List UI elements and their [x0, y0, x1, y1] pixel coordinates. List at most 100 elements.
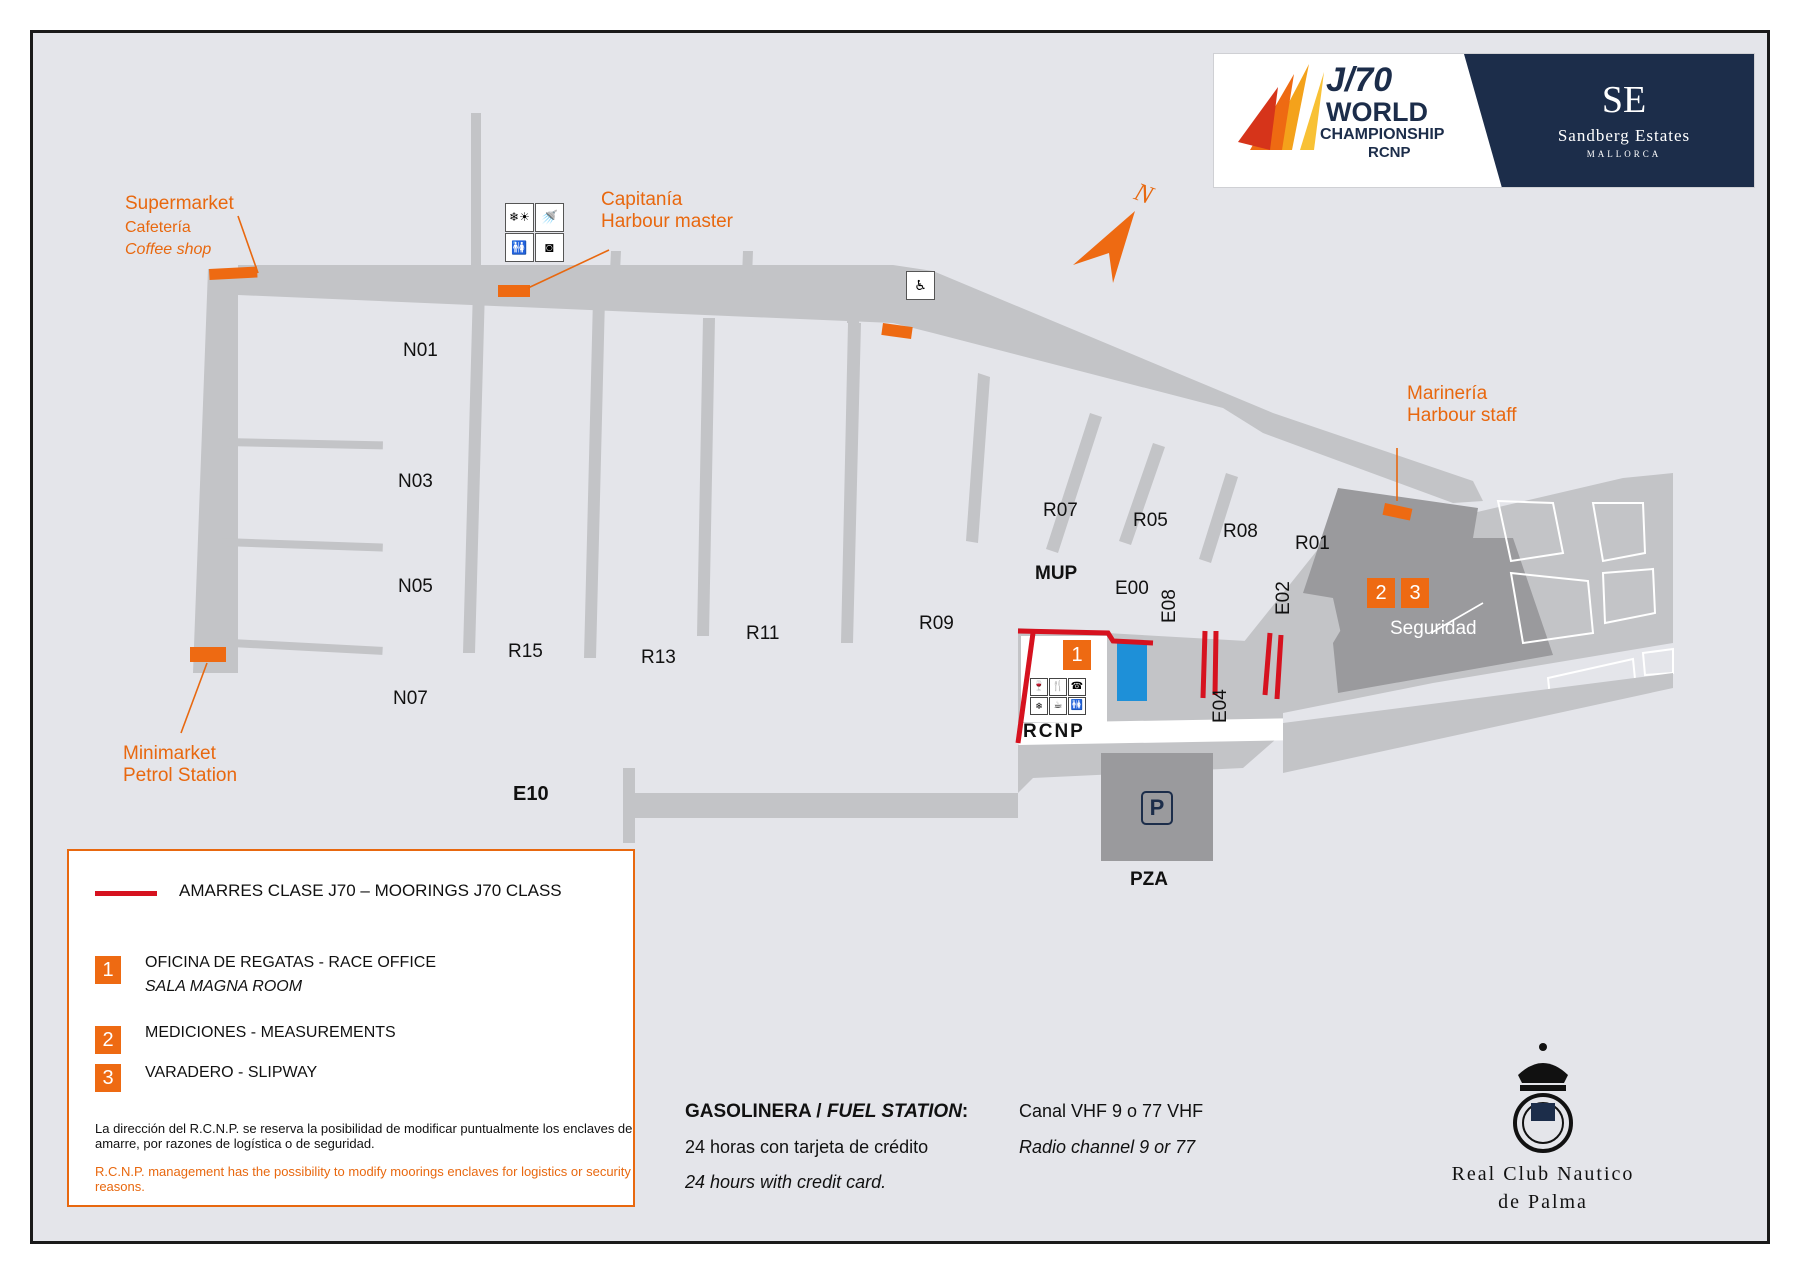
pontoon-R07: [966, 373, 990, 543]
security-label: Seguridad: [1390, 618, 1477, 639]
label-N03: N03: [398, 471, 433, 492]
sponsor-logo: SE Sandberg Estates MALLORCA: [1494, 80, 1754, 159]
security-leader: [1430, 602, 1484, 634]
toilets-icon: 🚻: [1068, 697, 1086, 715]
shower-icon: 🚿: [535, 203, 564, 232]
legend-mooring-swatch: [95, 891, 157, 896]
label-R01: R01: [1295, 533, 1330, 554]
pontoon-north-4: [847, 265, 859, 323]
coffee-icon: ☕: [1049, 697, 1067, 715]
event-title-j70: J/70: [1326, 61, 1393, 99]
snowflake-sun-icon: ❄☀: [505, 203, 534, 232]
event-logo-banner: J/70 WORLD CHAMPIONSHIP RCNP SE Sandberg…: [1213, 53, 1755, 188]
place-minimarket: Minimarket Petrol Station: [123, 743, 237, 787]
supermarket-label: Supermarket: [125, 193, 234, 214]
place-markers: [190, 266, 1413, 662]
place-marineria: Marinería Harbour staff: [1407, 383, 1516, 427]
sponsor-name: Sandberg Estates: [1557, 126, 1691, 145]
label-E08: E08: [1159, 589, 1180, 623]
harbour-staff-label: Harbour staff: [1407, 405, 1517, 426]
toilets-icon: 🚻: [505, 233, 534, 262]
wine-glass-icon: 🍷: [1030, 678, 1048, 696]
restaurant-icon: 🍴: [1049, 678, 1067, 696]
phone-icon: ☎: [1068, 678, 1086, 696]
label-N05: N05: [398, 576, 433, 597]
pontoon-north-tower: [471, 113, 481, 283]
club-facility-icons: 🍷 🍴 ☎ ❄ ☕ 🚻: [1030, 678, 1102, 716]
event-title-world: WORLD: [1326, 97, 1428, 127]
place-supermarket: Supermarket Cafetería Coffee shop: [125, 193, 234, 261]
finger-N03: [222, 438, 383, 450]
cafeteria-label: Cafetería: [125, 219, 191, 236]
pontoon-R01: [1199, 473, 1238, 563]
label-R09: R09: [919, 613, 954, 634]
map-frame: N ❄☀ 🚿 🚻 ◙ ♿ 🍷 🍴 ☎ ❄ ☕ 🚻 1 2 3 P N01 N03…: [30, 30, 1770, 1244]
harbour-map: [158, 113, 1674, 861]
legend-item1-sub: SALA MAGNA ROOM: [145, 978, 303, 995]
club-name-line1: Real Club Nautico: [1451, 1163, 1635, 1185]
place-capitania: Capitanía Harbour master: [601, 189, 733, 233]
event-title-rcnp: RCNP: [1368, 144, 1411, 161]
sail-logo-icon: [1238, 64, 1324, 150]
pontoon-R13: [584, 298, 605, 658]
fuel-line1: 24 horas con tarjeta de crédito: [685, 1137, 929, 1157]
label-RCNP: RCNP: [1023, 721, 1085, 742]
label-MUP: MUP: [1035, 563, 1078, 584]
label-R07: R07: [1043, 500, 1078, 521]
washing-machine-icon: ◙: [535, 233, 564, 262]
sponsor-location: MALLORCA: [1586, 149, 1662, 159]
fuel-title-en: FUEL STATION: [826, 1101, 962, 1122]
label-R15: R15: [508, 641, 543, 662]
marineria-label: Marinería: [1407, 383, 1488, 404]
pontoon-R15: [463, 288, 485, 653]
club-name-line2: de Palma: [1498, 1191, 1588, 1213]
legend-note-en: R.C.N.P. management has the possibility …: [95, 1164, 631, 1194]
vhf-line1: Canal VHF 9 o 77 VHF: [1019, 1101, 1204, 1121]
label-N01: N01: [403, 340, 438, 361]
snowflake-sun-icon: ❄: [1030, 697, 1048, 715]
event-title-championship: CHAMPIONSHIP: [1320, 126, 1445, 143]
compass-arrow-icon: [1073, 211, 1135, 283]
fuel-line2: 24 hours with credit card.: [685, 1172, 887, 1192]
legend-num-3: 3: [95, 1064, 121, 1092]
pool: [1117, 641, 1147, 701]
facility-icons-north: ❄☀ 🚿 🚻 ◙: [505, 203, 564, 262]
label-PZA: PZA: [1130, 869, 1168, 890]
legend-item3-label: VARADERO - SLIPWAY: [145, 1064, 318, 1081]
sponsor-panel: [1464, 54, 1754, 187]
security-building: [1333, 593, 1553, 693]
leader-lines: [180, 215, 1398, 734]
crown-icon: [1513, 1043, 1573, 1153]
label-E02: E02: [1273, 581, 1294, 615]
fuel-title-es: GASOLINERA /: [685, 1101, 827, 1122]
club-burgee-icon: [1531, 1103, 1555, 1121]
event-title: J/70 WORLD CHAMPIONSHIP RCNP: [1320, 61, 1444, 161]
coffee-shop-label: Coffee shop: [125, 241, 212, 258]
label-N07: N07: [393, 688, 428, 709]
label-E04: E04: [1210, 689, 1231, 723]
j70-moorings: [1015, 628, 1284, 744]
parking-icon: P: [1141, 791, 1173, 825]
pontoon-north-2: [609, 251, 621, 293]
marker-measurements: 2: [1367, 578, 1395, 608]
disabled-access-icon: ♿: [906, 271, 935, 300]
harbour-master-label: Harbour master: [601, 211, 733, 232]
label-R11: R11: [746, 623, 780, 644]
pontoon-north-3: [741, 251, 753, 303]
label-E10: E10: [513, 783, 549, 805]
legend-num-2: 2: [95, 1026, 121, 1054]
pontoon-R05: [1046, 413, 1102, 553]
east-quay-strip: [1283, 673, 1673, 773]
label-R08: R08: [1223, 521, 1258, 542]
legend-moorings-label: AMARRES CLASE J70 – MOORINGS J70 CLASS: [179, 881, 562, 900]
minimarket-label: Minimarket: [123, 743, 216, 764]
label-R05: R05: [1133, 510, 1168, 531]
legend-item2-label: MEDICIONES - MEASUREMENTS: [145, 1024, 396, 1041]
map-legend: AMARRES CLASE J70 – MOORINGS J70 CLASS 1…: [67, 849, 635, 1207]
finger-N07: [212, 638, 383, 655]
legend-note-es: La dirección del R.C.N.P. se reserva la …: [95, 1121, 633, 1151]
pontoon-R09: [841, 323, 861, 643]
label-E00: E00: [1115, 578, 1149, 599]
fuel-title-colon: :: [961, 1101, 969, 1122]
sponsor-monogram: SE: [1601, 79, 1647, 121]
